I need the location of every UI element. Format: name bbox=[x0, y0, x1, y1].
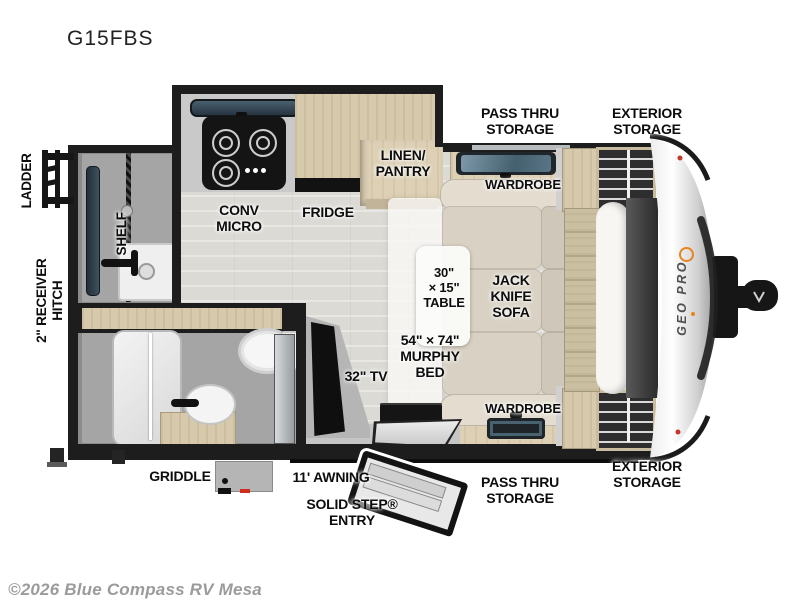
bathroom-door bbox=[274, 334, 295, 444]
dinette-table bbox=[416, 246, 470, 346]
stove-knob bbox=[253, 168, 258, 173]
label-tv: 32" TV bbox=[344, 368, 388, 384]
label-jack-knife-sofa: JACK KNIFE SOFA bbox=[490, 272, 532, 321]
label-entry: SOLID STEP® ENTRY bbox=[306, 496, 398, 529]
kitchen-window-latch bbox=[236, 112, 247, 117]
shelf-knob bbox=[121, 205, 133, 217]
exterior-storage-rack-bottom bbox=[596, 390, 656, 451]
stabilizer-jack-rear bbox=[50, 448, 64, 464]
label-fridge: FRIDGE bbox=[302, 204, 354, 220]
shelf-rail bbox=[126, 152, 131, 302]
label-receiver-hitch: 2" RECEIVER HITCH bbox=[33, 258, 65, 343]
kitchen-box-left-wall bbox=[172, 85, 181, 155]
stove-knob bbox=[245, 168, 250, 173]
page-title: G15FBS bbox=[67, 27, 154, 50]
label-conv-micro: CONV MICRO bbox=[216, 202, 262, 235]
galley-faucet-handle bbox=[131, 250, 138, 276]
kitchen-box-top-wall bbox=[172, 85, 443, 94]
rack-divider-top bbox=[627, 150, 630, 202]
murphy-bed-mattress bbox=[596, 202, 630, 394]
label-exterior-storage-bottom: EXTERIOR STORAGE bbox=[612, 458, 682, 491]
label-ladder: LADDER bbox=[19, 153, 35, 209]
cap-bottom-trim bbox=[649, 415, 711, 463]
bath-faucet bbox=[171, 399, 199, 407]
stove-burner bbox=[212, 159, 240, 187]
rear-wall bbox=[68, 145, 78, 460]
top-wall-metal-strip bbox=[472, 145, 570, 150]
label-pass-thru-storage-bottom: PASS THRU STORAGE bbox=[480, 474, 560, 507]
cap-marker-light bbox=[677, 155, 683, 161]
cap-nose-decal bbox=[697, 216, 719, 380]
cap-marker-light bbox=[675, 429, 681, 435]
dealer-watermark: ©2026 Blue Compass RV Mesa bbox=[8, 580, 262, 599]
stove-burner bbox=[249, 129, 277, 157]
griddle-icon bbox=[215, 461, 273, 494]
top-wall-rear-segment bbox=[68, 145, 178, 153]
label-awning: 11' AWNING bbox=[292, 469, 370, 485]
label-pass-thru-storage-top: PASS THRU STORAGE bbox=[480, 105, 560, 138]
cap-top-trim bbox=[649, 133, 711, 181]
front-cabinet-column-top bbox=[562, 148, 598, 212]
galley-right-wall bbox=[172, 150, 181, 308]
front-cap-and-tongue bbox=[649, 133, 778, 463]
wardrobe-bottom-window bbox=[487, 418, 545, 439]
tongue-coupler bbox=[742, 280, 778, 311]
awning-rail bbox=[290, 459, 638, 463]
label-exterior-storage-top: EXTERIOR STORAGE bbox=[612, 105, 682, 138]
front-cabinet-column-bottom bbox=[562, 388, 598, 449]
label-linen-pantry: LINEN/ PANTRY bbox=[375, 147, 431, 180]
stove-knob bbox=[261, 168, 266, 173]
murphy-bed-upright-frame bbox=[564, 208, 600, 392]
rear-window bbox=[86, 166, 100, 296]
sofa-arm-top bbox=[440, 179, 570, 211]
galley-faucet bbox=[101, 259, 138, 267]
coupler-mark bbox=[753, 291, 765, 304]
label-shelf: SHELF bbox=[114, 212, 130, 256]
rack-divider-bottom bbox=[627, 393, 630, 442]
entry-storage-box bbox=[380, 403, 442, 425]
label-wardrobe-bottom: WARDROBE bbox=[485, 401, 561, 416]
geo-pro-logo-accent bbox=[691, 312, 695, 316]
galley-sink-drain bbox=[138, 263, 155, 280]
shower-glass-door bbox=[149, 333, 152, 440]
label-murphy-bed: 54" × 74" MURPHY BED bbox=[400, 332, 460, 381]
divider-cabinet bbox=[82, 308, 282, 329]
bathroom-right-wall bbox=[296, 316, 306, 446]
linen-pantry-cabinet bbox=[360, 140, 443, 206]
geo-pro-logo-ring bbox=[679, 247, 694, 262]
label-griddle: GRIDDLE bbox=[149, 468, 211, 484]
ladder-icon bbox=[36, 146, 78, 212]
bumper-mount bbox=[112, 450, 125, 464]
wardrobe-top-latch bbox=[500, 173, 511, 178]
label-table: 30" × 15" TABLE bbox=[423, 265, 465, 311]
label-wardrobe-top: WARDROBE bbox=[485, 177, 561, 192]
wardrobe-top-window-glass bbox=[461, 155, 551, 172]
entry-step-well bbox=[375, 421, 460, 446]
kitchen-box-right-wall bbox=[435, 85, 443, 147]
wardrobe-bottom-latch bbox=[510, 412, 522, 418]
stove-burner bbox=[212, 129, 240, 157]
stabilizer-foot-rear bbox=[47, 462, 67, 467]
front-cap-shadow-gap bbox=[626, 198, 658, 398]
bottom-wall bbox=[68, 444, 656, 460]
